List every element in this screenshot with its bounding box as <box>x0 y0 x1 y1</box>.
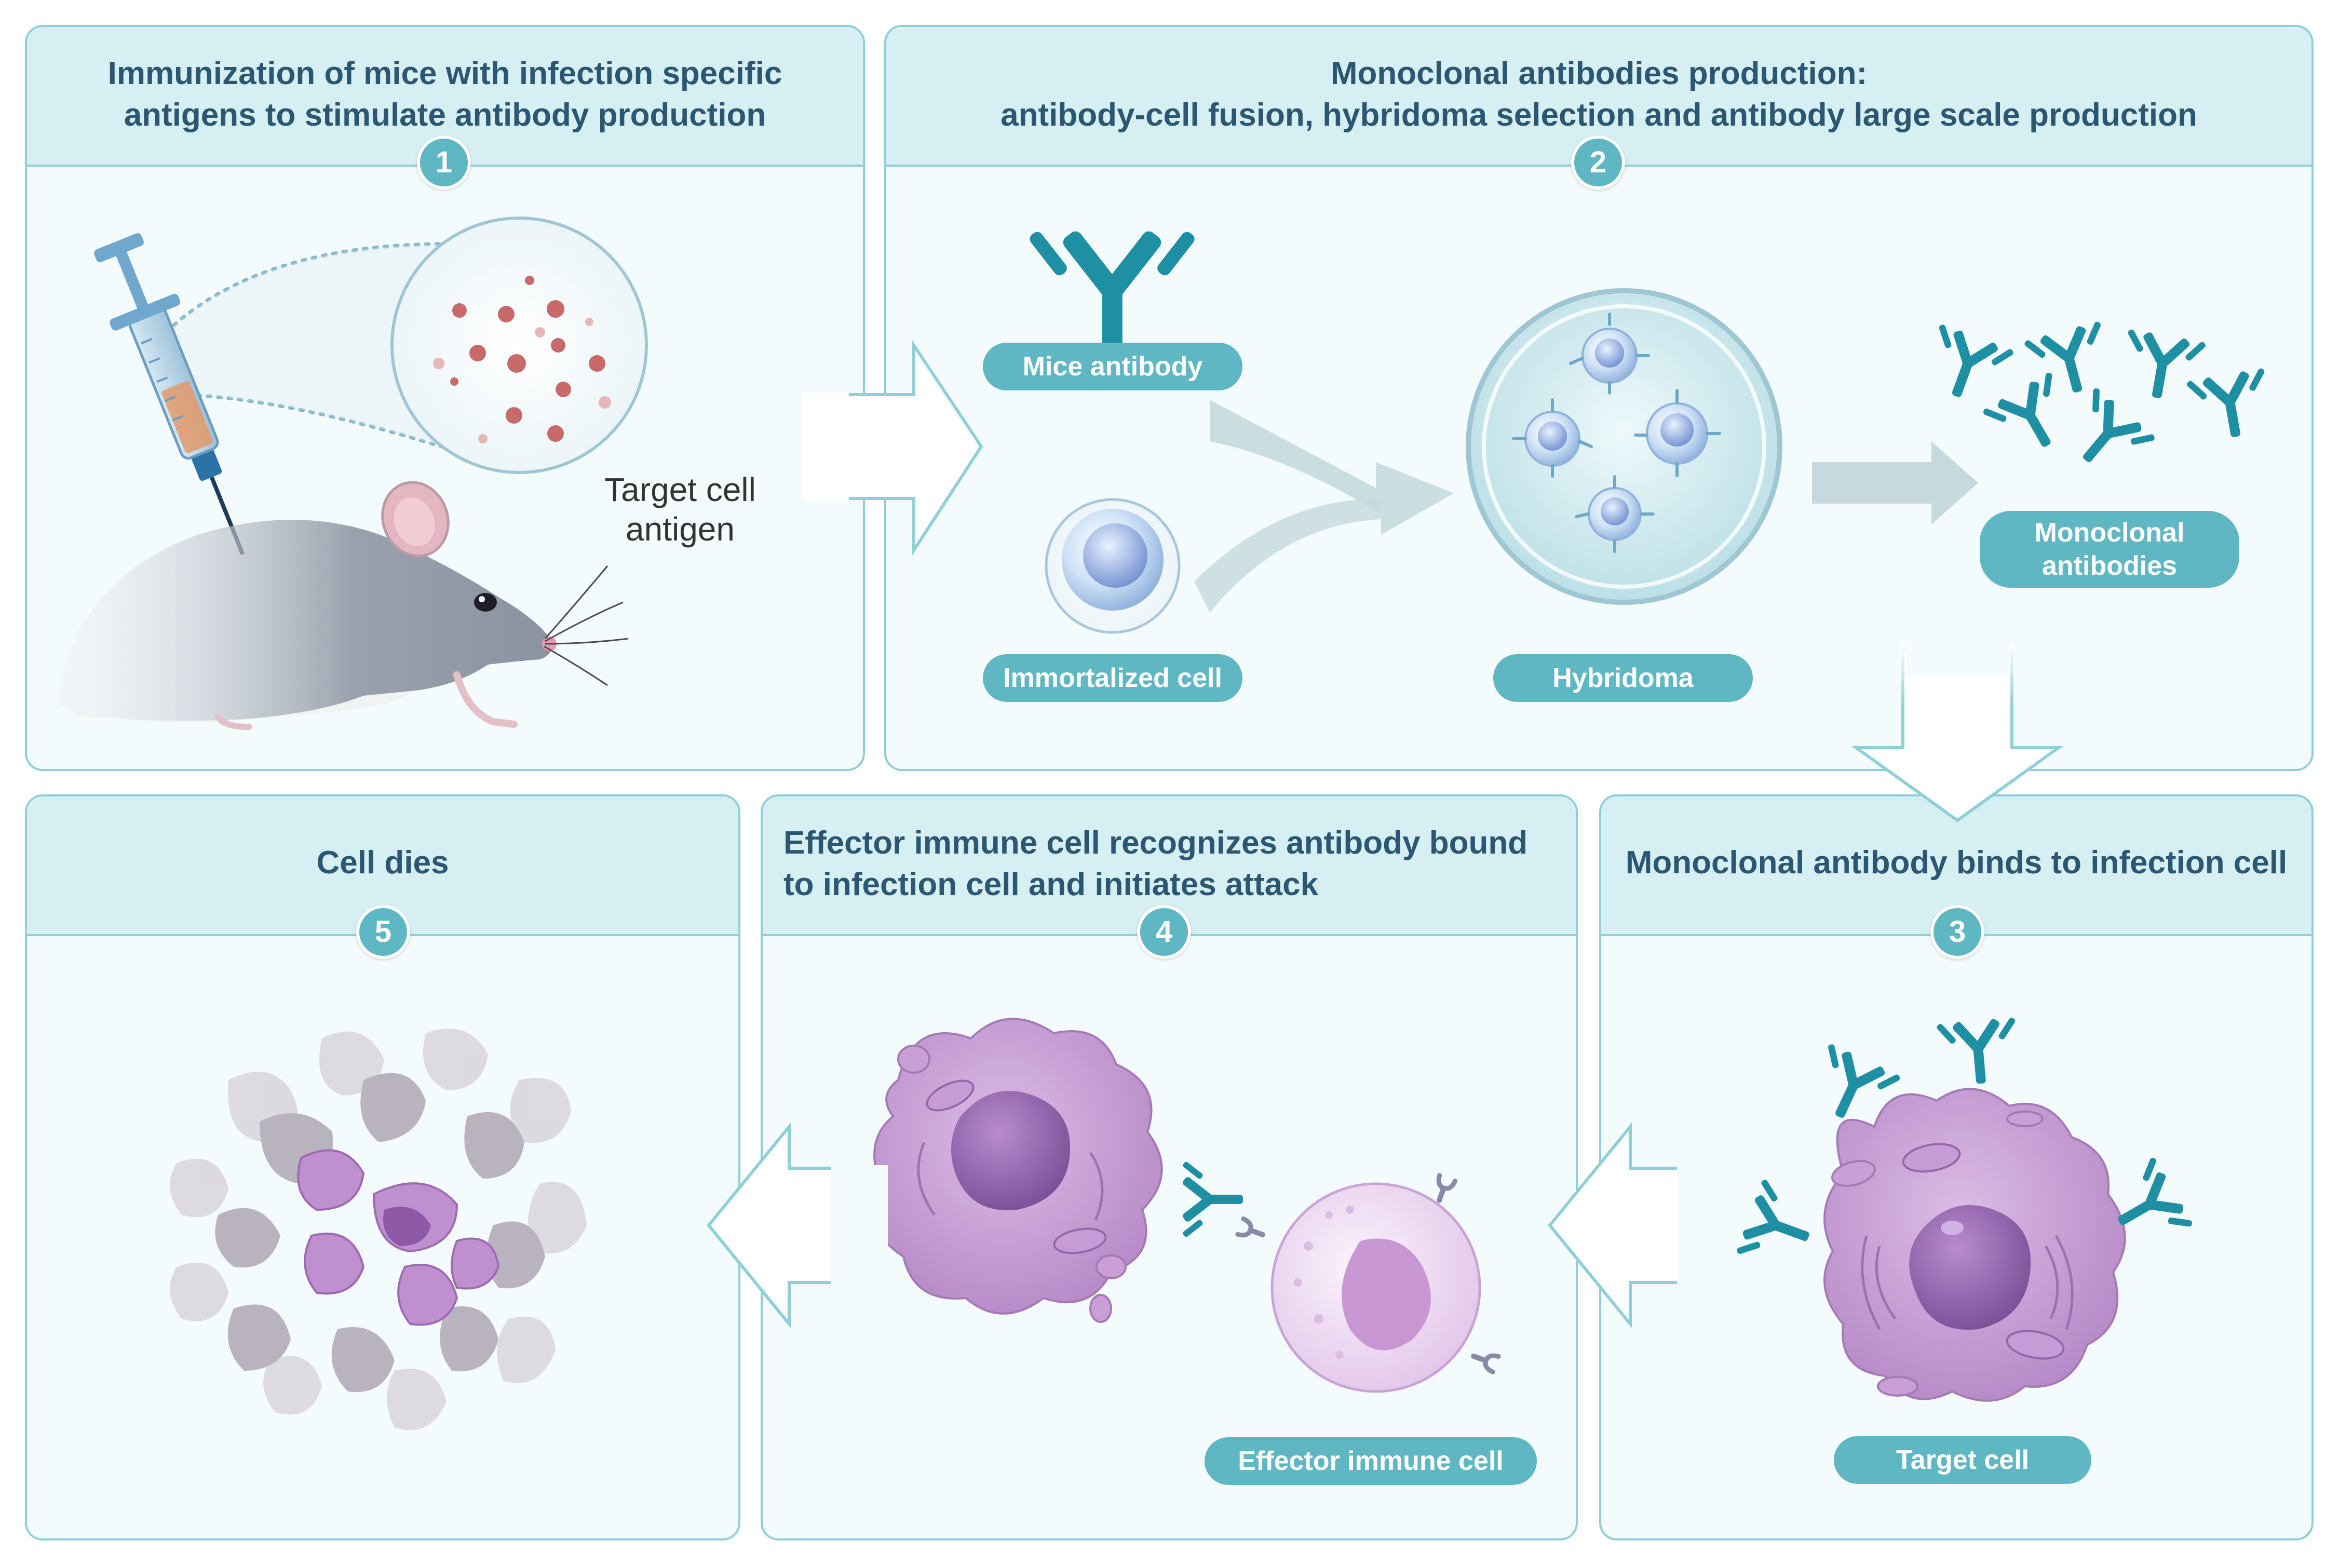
fusion-arrows <box>1194 400 1454 613</box>
immortalized-cell-icon <box>1045 498 1181 634</box>
step-number-1: 1 <box>417 136 471 190</box>
panel-title: Monoclonal antibody binds to infection c… <box>1625 845 2288 881</box>
panel-title: Cell dies <box>316 845 449 881</box>
target-antigen-label: Target cell antigen <box>576 470 784 549</box>
effector-cell-icon <box>1238 1175 1498 1393</box>
monoclonal-antibodies-label: Monoclonal antibodies <box>1980 511 2239 588</box>
mice-antibody-label: Mice antibody <box>983 343 1242 390</box>
title-line: antigens to stimulate antibody productio… <box>124 97 766 133</box>
arrow-down <box>1851 644 2064 822</box>
step-number-5: 5 <box>356 905 410 959</box>
dotted-connector <box>164 242 449 449</box>
step-number-3: 3 <box>1930 905 1984 959</box>
infected-cell-icon <box>873 1018 1163 1323</box>
effector-immune-cell-label: Effector immune cell <box>1205 1437 1537 1485</box>
label-line: antigen <box>626 510 735 548</box>
antigen-bubble <box>390 217 648 474</box>
step-number-4: 4 <box>1137 905 1191 959</box>
syringe <box>94 233 245 556</box>
hybridoma-label: Hybridoma <box>1493 654 1753 702</box>
panel-title: Effector immune cell recognizes antibody… <box>783 822 1555 905</box>
panel-title: Immunization of mice with infection spec… <box>48 53 842 136</box>
panel-title: Monoclonal antibodies production: antibo… <box>907 53 2291 136</box>
attached-antibody-icon <box>1181 1160 1243 1238</box>
mouse-illustration <box>57 481 629 730</box>
hybridoma-dish-icon <box>1466 288 1782 605</box>
label-line: Target cell <box>604 471 756 508</box>
monoclonal-antibodies-icon <box>1917 319 2276 486</box>
title-line: Immunization of mice with infection spec… <box>107 56 782 91</box>
title-line: Monoclonal antibodies production: <box>1330 56 1868 91</box>
arrow-right-1 <box>802 340 983 556</box>
arrow-right-2 <box>1812 441 1978 524</box>
panel-header: Effector immune cell recognizes antibody… <box>763 796 1576 936</box>
arrow-left-1 <box>1548 1122 1729 1329</box>
immortalized-cell-label: Immortalized cell <box>983 654 1242 702</box>
label-line: antibodies <box>2041 551 2178 581</box>
arrow-left-2 <box>707 1122 888 1329</box>
target-cell-icon <box>1823 1088 2126 1402</box>
dying-cell-icon <box>170 1029 587 1430</box>
target-cell-label: Target cell <box>1834 1436 2091 1484</box>
title-line: Effector immune cell recognizes antibody… <box>783 825 1528 861</box>
title-line: to infection cell and initiates attack <box>783 867 1319 902</box>
step-number-2: 2 <box>1571 136 1625 190</box>
label-line: Monoclonal <box>2034 518 2185 548</box>
title-line: antibody-cell fusion, hybridoma selectio… <box>1001 97 2197 133</box>
panel-header: Monoclonal antibodies production: antibo… <box>886 27 2311 167</box>
